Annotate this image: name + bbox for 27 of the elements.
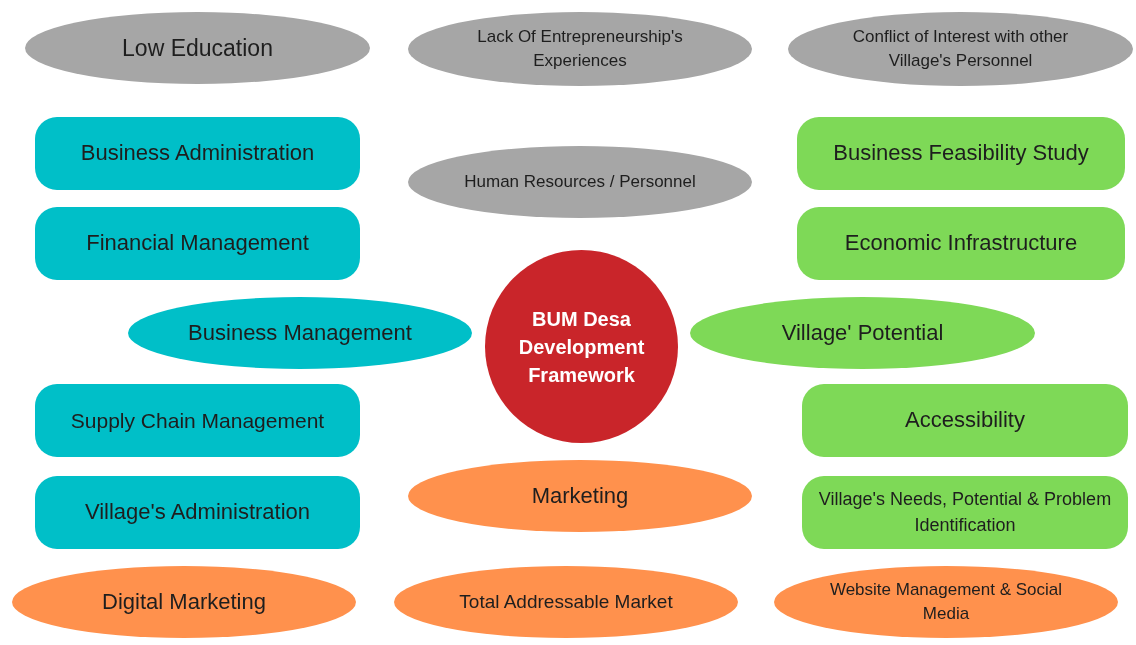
node-label: Village's Needs, Potential & Problem Identification xyxy=(817,488,1113,537)
rounded-box xyxy=(797,207,1125,280)
node-label: Business Management xyxy=(188,318,412,347)
node-label: Business Administration xyxy=(80,139,315,168)
node-label: Total Addressable Market xyxy=(459,589,673,614)
node-label: Low Education xyxy=(122,33,273,63)
node-label: Business Feasibility Study xyxy=(833,139,1089,168)
rounded-box xyxy=(797,117,1125,190)
node-label: Economic Infrastructure xyxy=(844,229,1078,258)
node-label: Website Management & Social Media xyxy=(828,579,1064,625)
rounded-box xyxy=(802,384,1128,457)
node-label: Financial Management xyxy=(86,229,309,258)
node-label: Accessibility xyxy=(905,406,1025,435)
rounded-box xyxy=(35,117,360,190)
rounded-box xyxy=(35,384,360,457)
rounded-box xyxy=(35,207,360,280)
rounded-box xyxy=(35,476,360,549)
rounded-box xyxy=(802,476,1128,549)
node-label: BUM Desa Development Framework xyxy=(517,306,646,388)
node-label: Conflict of Interest with other Village's Personnel xyxy=(851,26,1070,72)
node-label: Supply Chain Management xyxy=(70,407,325,434)
node-label: Marketing xyxy=(531,481,629,510)
node-label: Village' Potential xyxy=(781,318,944,347)
node-label: Human Resources / Personnel xyxy=(464,171,696,194)
node-label: Lack Of Entrepreneurship's Experiences xyxy=(476,26,684,72)
node-label: Digital Marketing xyxy=(102,587,266,616)
node-label: Village's Administration xyxy=(84,498,311,527)
